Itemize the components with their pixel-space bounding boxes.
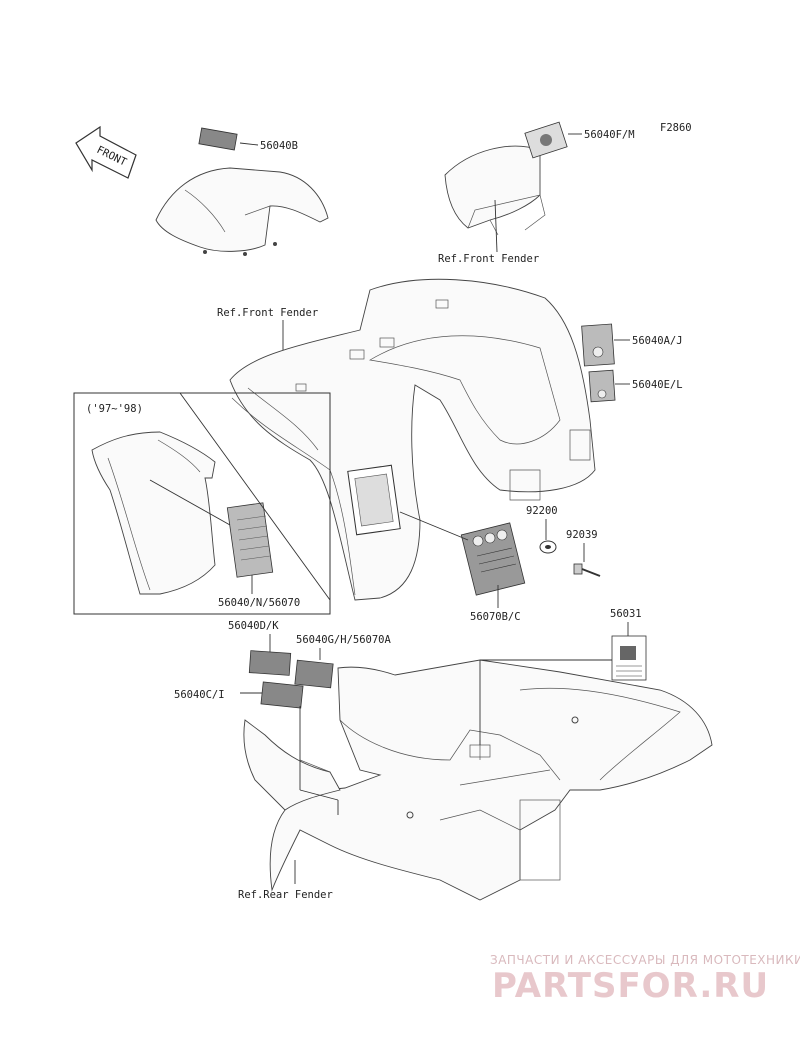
label-56040CI: 56040C/I <box>174 689 225 701</box>
ref-front-fender-top: Ref.Front Fender <box>438 253 539 265</box>
inset-box <box>73 392 331 615</box>
front-fender-part <box>229 278 596 601</box>
label-56040DK: 56040D/K <box>228 620 279 632</box>
label-56040N56070: 56040/N/56070 <box>218 597 300 609</box>
diagram-code: F2860 <box>660 122 692 134</box>
label-56040GH56070A: 56040G/H/56070A <box>296 634 392 646</box>
seat-cover-part <box>155 127 329 256</box>
decal-56070BC <box>460 522 526 596</box>
label-56040B: 56040B <box>260 140 298 152</box>
decal-56040AJ <box>581 323 615 367</box>
label-56040AJ: 56040A/J <box>632 335 683 347</box>
label-56040FM: 56040F/M <box>584 129 635 141</box>
label-92200: 92200 <box>526 505 558 517</box>
rear-fender-part <box>243 659 713 901</box>
ref-rear-fender: Ref.Rear Fender <box>238 889 333 901</box>
front-arrow-icon: FRONT <box>75 125 137 179</box>
front-cover-part <box>444 121 568 236</box>
inset-fender-part <box>91 431 216 595</box>
decal-56040GH56070A <box>294 659 334 689</box>
decal-56031 <box>611 635 647 681</box>
decal-56040EL <box>588 369 616 403</box>
decal-56040DK <box>248 650 292 676</box>
label-56070BC: 56070B/C <box>470 611 521 623</box>
decal-56040CI <box>260 681 304 709</box>
watermark-logo: PARTSFOR.RU <box>492 966 769 1006</box>
bolt-part <box>573 563 601 577</box>
inset-years: ('97~'98) <box>86 403 143 415</box>
label-92039: 92039 <box>566 529 598 541</box>
label-56040EL: 56040E/L <box>632 379 683 391</box>
ref-front-fender-mid: Ref.Front Fender <box>217 307 318 319</box>
decal-56040N56070 <box>226 502 274 578</box>
label-56031: 56031 <box>610 608 642 620</box>
watermark-tagline: ЗАПЧАСТИ И АКСЕССУАРЫ ДЛЯ МОТОТЕХНИКИ <box>490 953 800 967</box>
